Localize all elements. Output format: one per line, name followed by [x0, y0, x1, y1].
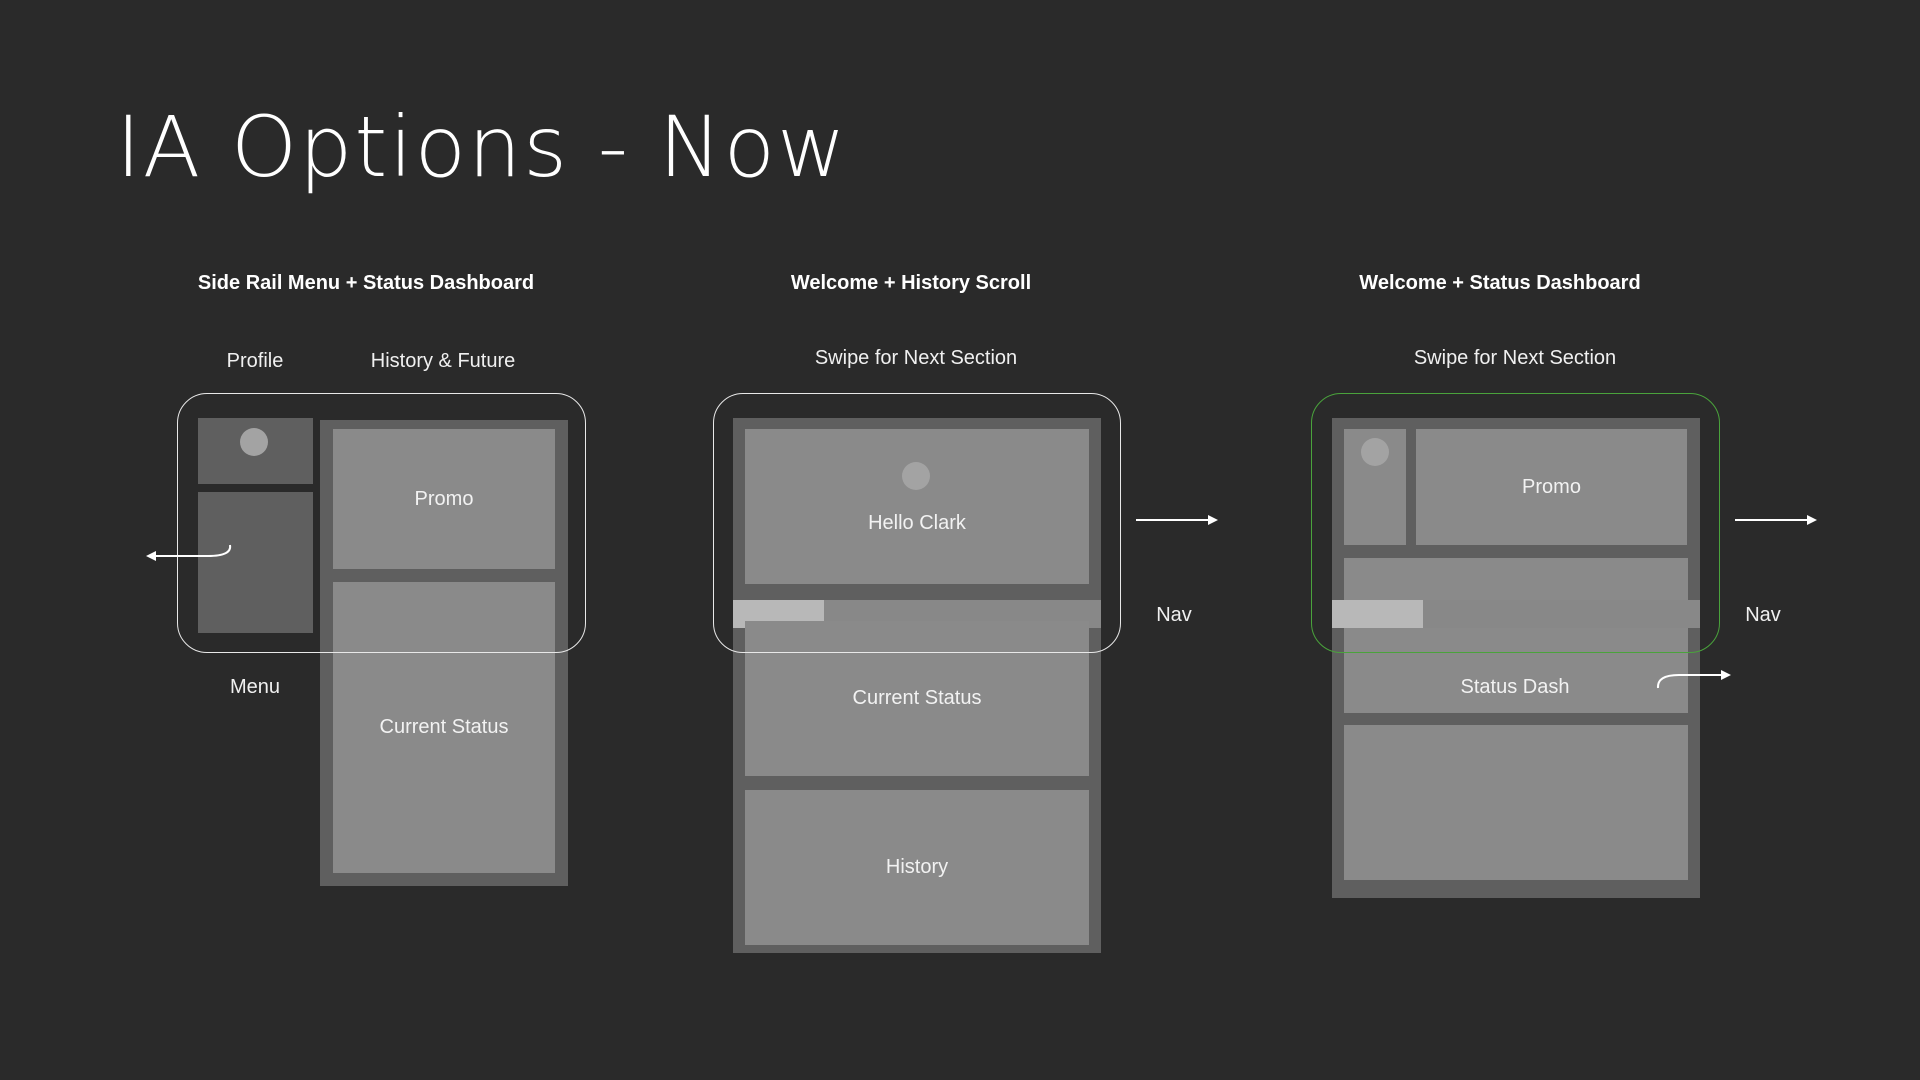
current-status-panel: Current Status — [333, 582, 555, 873]
option-heading: Welcome + History Scroll — [790, 272, 1032, 294]
nav-label: Nav — [1745, 604, 1781, 626]
avatar — [902, 462, 930, 490]
promo-label: Promo — [414, 487, 474, 510]
swipe-left-arrow-icon — [146, 544, 232, 561]
history-label: History — [885, 856, 949, 878]
menu-label: Menu — [229, 676, 281, 698]
promo-label: Promo — [1522, 475, 1581, 498]
current-status-label: Current Status — [379, 716, 509, 738]
status-dash-panel — [1344, 558, 1688, 713]
menu-block — [198, 492, 313, 633]
promo-panel: Promo — [1416, 429, 1687, 545]
welcome-label: Hello Clark — [868, 512, 966, 534]
page-title: IA Options - Now — [116, 98, 848, 196]
swipe-right-arrow-icon — [1656, 670, 1731, 689]
scroll-thumb — [1332, 600, 1423, 628]
profile-label: Profile — [226, 350, 284, 372]
viewport-frame — [713, 393, 1121, 653]
current-status-label: Current Status — [852, 687, 982, 709]
option-heading: Side Rail Menu + Status Dashboard — [197, 272, 535, 294]
current-status-panel: Current Status — [745, 621, 1089, 776]
selected-viewport-frame — [1311, 393, 1720, 653]
welcome-panel — [745, 429, 1089, 584]
swipe-label: Swipe for Next Section — [1413, 347, 1617, 369]
promo-panel: Promo — [333, 429, 555, 569]
avatar — [1361, 438, 1389, 466]
history-future-label: History & Future — [370, 350, 516, 372]
swipe-label: Swipe for Next Section — [814, 347, 1018, 369]
nav-label: Nav — [1156, 604, 1192, 626]
avatar — [240, 428, 268, 456]
nav-arrow-icon — [1136, 515, 1218, 525]
nav-arrow-icon — [1735, 515, 1817, 525]
status-dash-label: Status Dash — [1460, 676, 1570, 698]
option-heading: Welcome + Status Dashboard — [1359, 272, 1641, 294]
viewport-frame — [177, 393, 586, 653]
history-panel: History — [745, 790, 1089, 945]
content-panel — [1344, 725, 1688, 880]
